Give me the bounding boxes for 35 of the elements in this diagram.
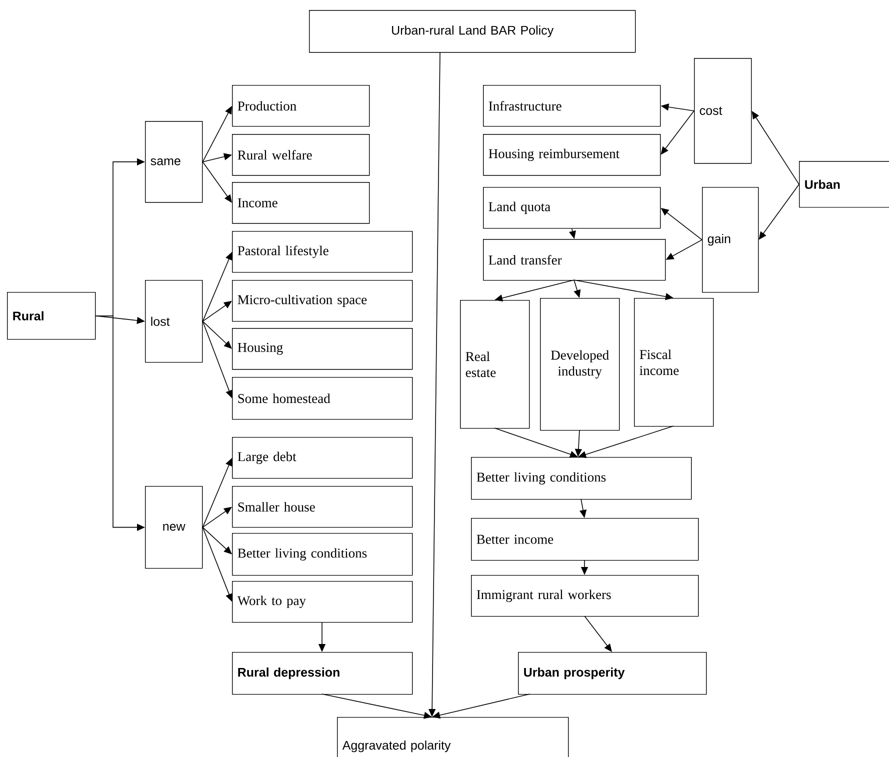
text-box: Smaller house: [232, 486, 413, 528]
text-box: Fiscal income: [634, 298, 714, 427]
arrow: [202, 526, 232, 554]
arrow: [584, 616, 612, 652]
text-box: Rural welfare: [232, 134, 370, 176]
text-box: Production: [232, 84, 370, 127]
arrow: [202, 320, 232, 349]
text-box: Rural: [7, 292, 96, 340]
text-box: Urban-rural Land BAR Policy: [309, 10, 636, 53]
text-box: Rural depression: [232, 652, 413, 695]
text-box: Aggravated polarity: [337, 716, 569, 757]
text-box: lost: [145, 280, 203, 363]
text-box: Immigrant rural workers: [471, 574, 699, 617]
text-box: Better living conditions: [471, 456, 692, 500]
text-box: Land transfer: [483, 239, 666, 281]
text-box: Work to pay: [232, 580, 413, 623]
text-box: Infrastructure: [483, 84, 661, 127]
text-box: Land quota: [483, 186, 661, 229]
text-box: same: [145, 121, 203, 203]
text-box: new: [145, 486, 203, 569]
text-box: Income: [232, 182, 370, 224]
text-box: Real estate: [460, 300, 530, 429]
text-box: Better living conditions: [232, 532, 413, 576]
text-box: Urban: [799, 161, 889, 208]
text-box: Housing reimbursement: [483, 134, 661, 176]
text-box: gain: [702, 186, 759, 293]
text-box: Urban prosperity: [518, 652, 707, 695]
text-box: Housing: [232, 328, 413, 370]
text-box: Pastoral lifestyle: [232, 230, 413, 273]
text-box: Micro-cultivation space: [232, 280, 413, 322]
text-box: Better income: [471, 518, 699, 561]
text-box: Developed industry: [540, 298, 620, 431]
text-box: Some homestead: [232, 376, 413, 420]
text-box: cost: [694, 58, 752, 164]
text-box: Large debt: [232, 436, 413, 479]
